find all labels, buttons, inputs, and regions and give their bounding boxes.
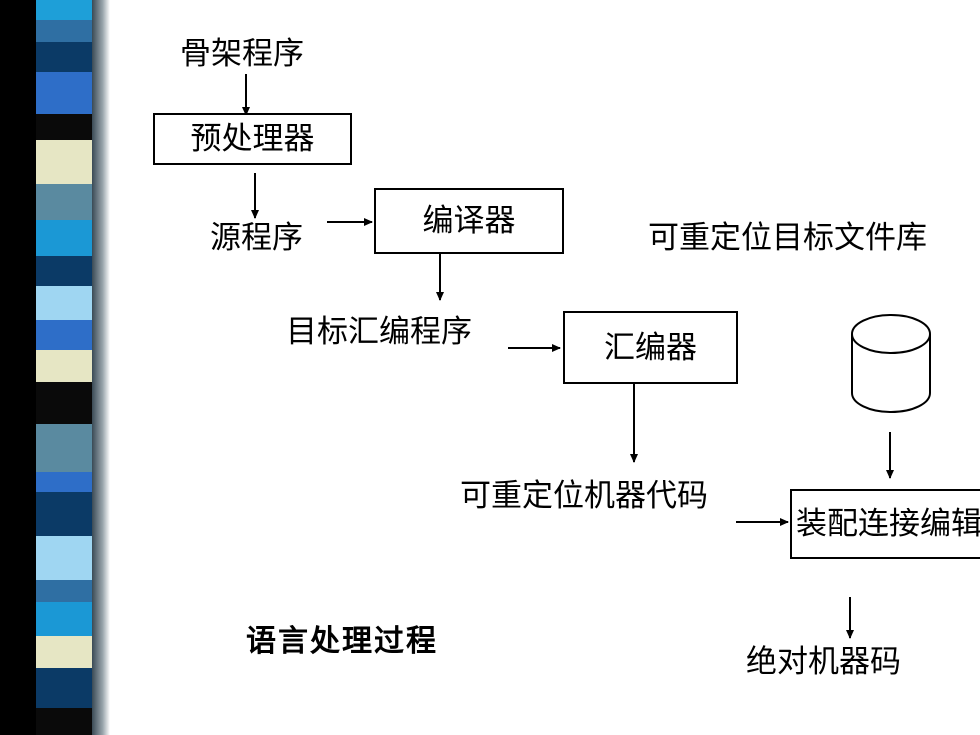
decorative-stripe-bar <box>0 0 110 735</box>
skeleton-program-label: 骨架程序 <box>180 36 304 72</box>
assembler-label: 汇编器 <box>604 329 697 366</box>
relocatable-code-label: 可重定位机器代码 <box>460 478 708 514</box>
target-assembly-label: 目标汇编程序 <box>286 314 472 350</box>
diagram-caption: 语言处理过程 <box>246 624 438 659</box>
relocatable-library-label: 可重定位目标文件库 <box>648 220 927 256</box>
compiler-label: 编译器 <box>422 203 516 239</box>
stripe-bar-graphic <box>0 0 110 735</box>
absolute-code-label: 绝对机器码 <box>746 644 901 680</box>
library-cylinder-icon <box>851 314 931 413</box>
source-program-label: 源程序 <box>210 220 303 256</box>
preprocessor-label: 预处理器 <box>190 121 315 157</box>
compiler-box: 编译器 <box>374 188 564 254</box>
linker-loader-box: 装配连接编辑 <box>790 489 980 559</box>
linker-loader-label: 装配连接编辑 <box>796 506 980 542</box>
preprocessor-box: 预处理器 <box>153 113 352 165</box>
assembler-box: 汇编器 <box>563 311 738 384</box>
